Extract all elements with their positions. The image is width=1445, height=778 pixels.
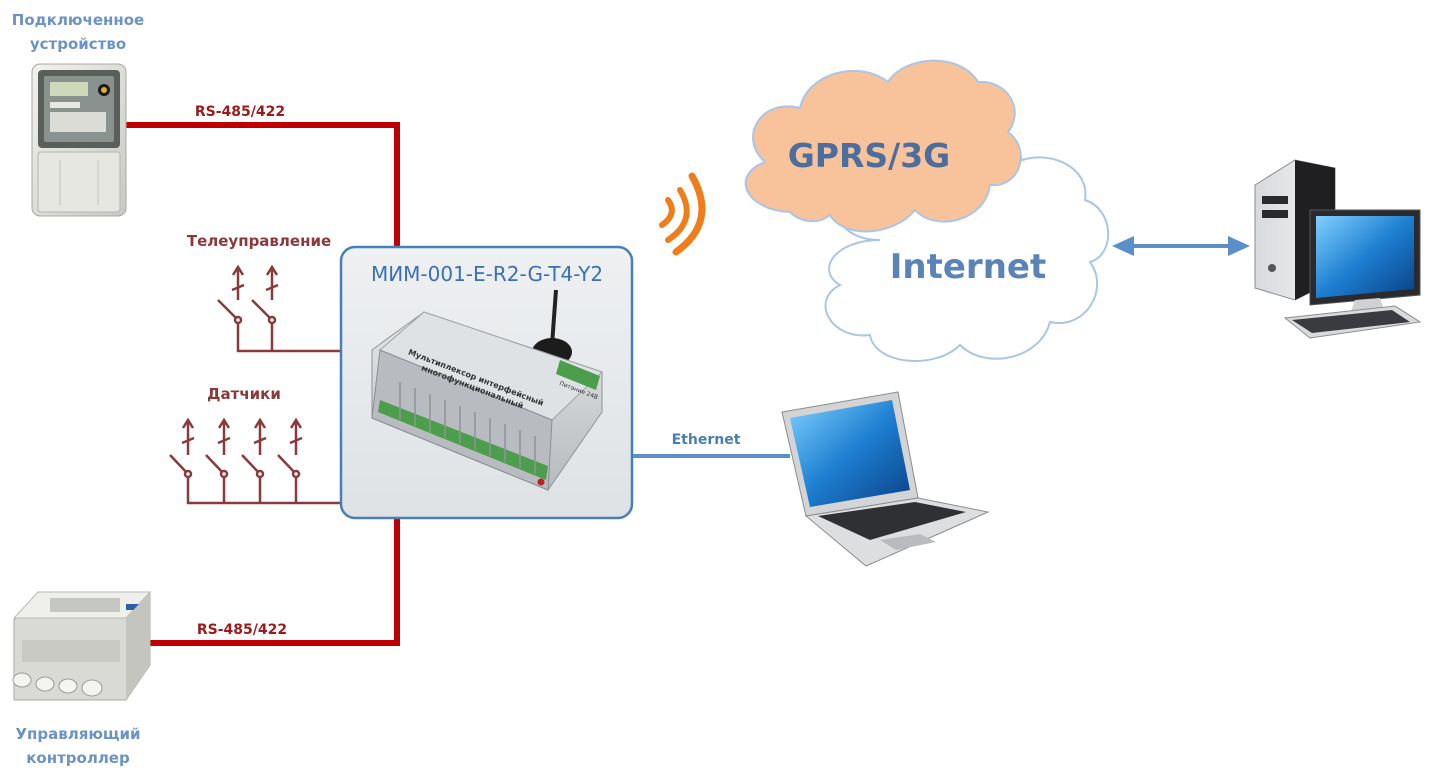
controller-box-icon <box>12 591 152 701</box>
controller-label-1: Управляющий <box>15 725 140 743</box>
rs485-bottom-label: RS-485/422 <box>197 622 287 638</box>
sensor-switches <box>169 417 343 505</box>
electric-meter-icon <box>31 63 127 217</box>
laptop-icon <box>781 391 990 567</box>
rs485-wire-bottom <box>150 516 400 646</box>
gprs-label: GPRS/3G <box>788 136 951 175</box>
internet-label: Internet <box>890 247 1046 287</box>
rs485-wire-top <box>120 122 400 248</box>
device-title: МИМ-001-E-R2-G-T4-Y2 <box>371 262 603 286</box>
telecontrol-label: Телеуправление <box>187 232 331 250</box>
telecontrol-switches <box>217 264 343 353</box>
connected-device-label-2: устройство <box>30 35 126 53</box>
desktop-pc-icon <box>1254 159 1422 339</box>
sensors-label: Датчики <box>207 385 281 403</box>
gprs-cloud <box>744 59 1022 233</box>
ethernet-label: Ethernet <box>672 432 741 448</box>
multiplexer-device: Мультиплексор интерфейсный многофункцион… <box>339 245 634 520</box>
rs485-top-label: RS-485/422 <box>195 104 285 120</box>
wireless-signal-icon <box>659 172 706 256</box>
connected-device-label-1: Подключенное <box>12 11 144 29</box>
double-arrow-icon <box>1112 236 1250 256</box>
controller-label-2: контроллер <box>26 749 130 767</box>
